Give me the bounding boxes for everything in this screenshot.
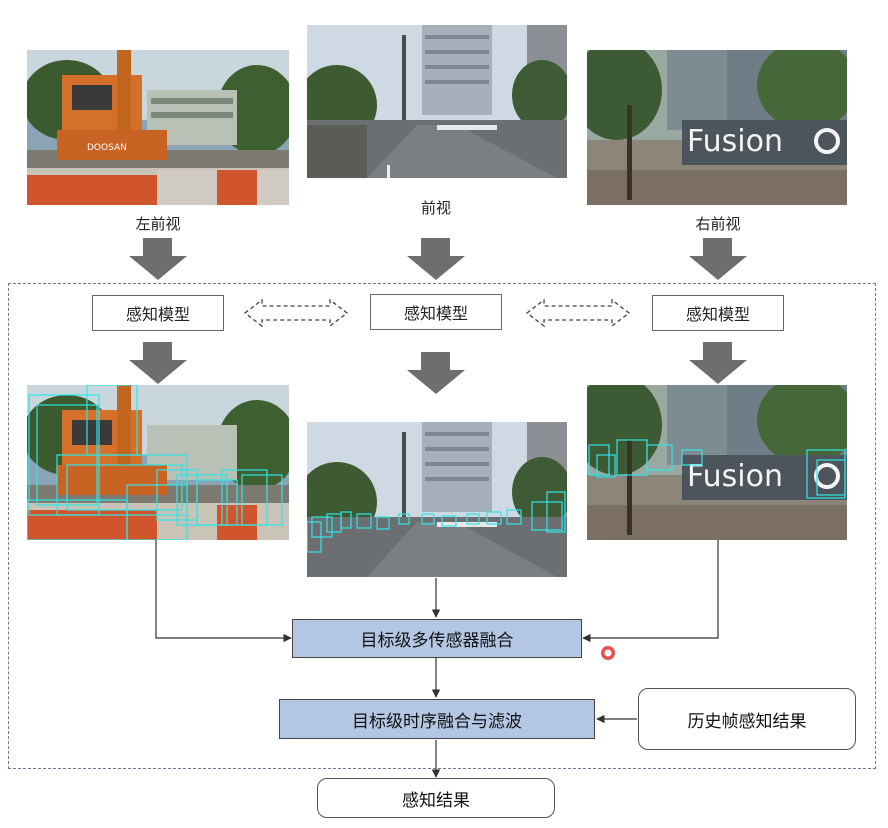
left-connector (155, 540, 292, 643)
excavator-brand-text: DOOSAN (87, 143, 127, 153)
object-level-fusion-box: 目标级多传感器融合 (292, 619, 582, 658)
perception-model-left: 感知模型 (92, 295, 224, 331)
front-detection-image (307, 422, 567, 577)
down-arrow-icon (129, 238, 187, 280)
right-connector (582, 540, 719, 643)
down-arrow-icon (407, 238, 465, 280)
sign-text: Fusion (687, 124, 783, 159)
left-front-camera-image: DOOSAN (27, 50, 289, 205)
output-results-box: 感知结果 (317, 778, 555, 818)
processing-frame (8, 283, 876, 769)
left-front-caption: 左前视 (135, 215, 181, 233)
down-arrow-icon (129, 342, 187, 384)
left-front-detection-image (27, 385, 289, 540)
double-arrow-icon (243, 298, 349, 328)
front-caption: 前视 (420, 199, 451, 217)
right-front-camera-image: Fusion (587, 50, 847, 205)
cursor-pointer-center (604, 649, 612, 657)
double-arrow-icon (525, 298, 631, 328)
down-arrow-icon (407, 352, 465, 394)
perception-model-front: 感知模型 (370, 294, 502, 330)
down-arrow-icon (689, 238, 747, 280)
sign-text: Fusion (687, 459, 783, 494)
temporal-fusion-box: 目标级时序融合与滤波 (279, 699, 595, 739)
down-arrow-icon (689, 342, 747, 384)
history-results-box: 历史帧感知结果 (638, 688, 856, 750)
perception-model-right: 感知模型 (652, 295, 784, 331)
right-front-caption: 右前视 (695, 215, 741, 233)
front-camera-image (307, 25, 567, 178)
right-front-detection-image: Fusion (587, 385, 847, 540)
